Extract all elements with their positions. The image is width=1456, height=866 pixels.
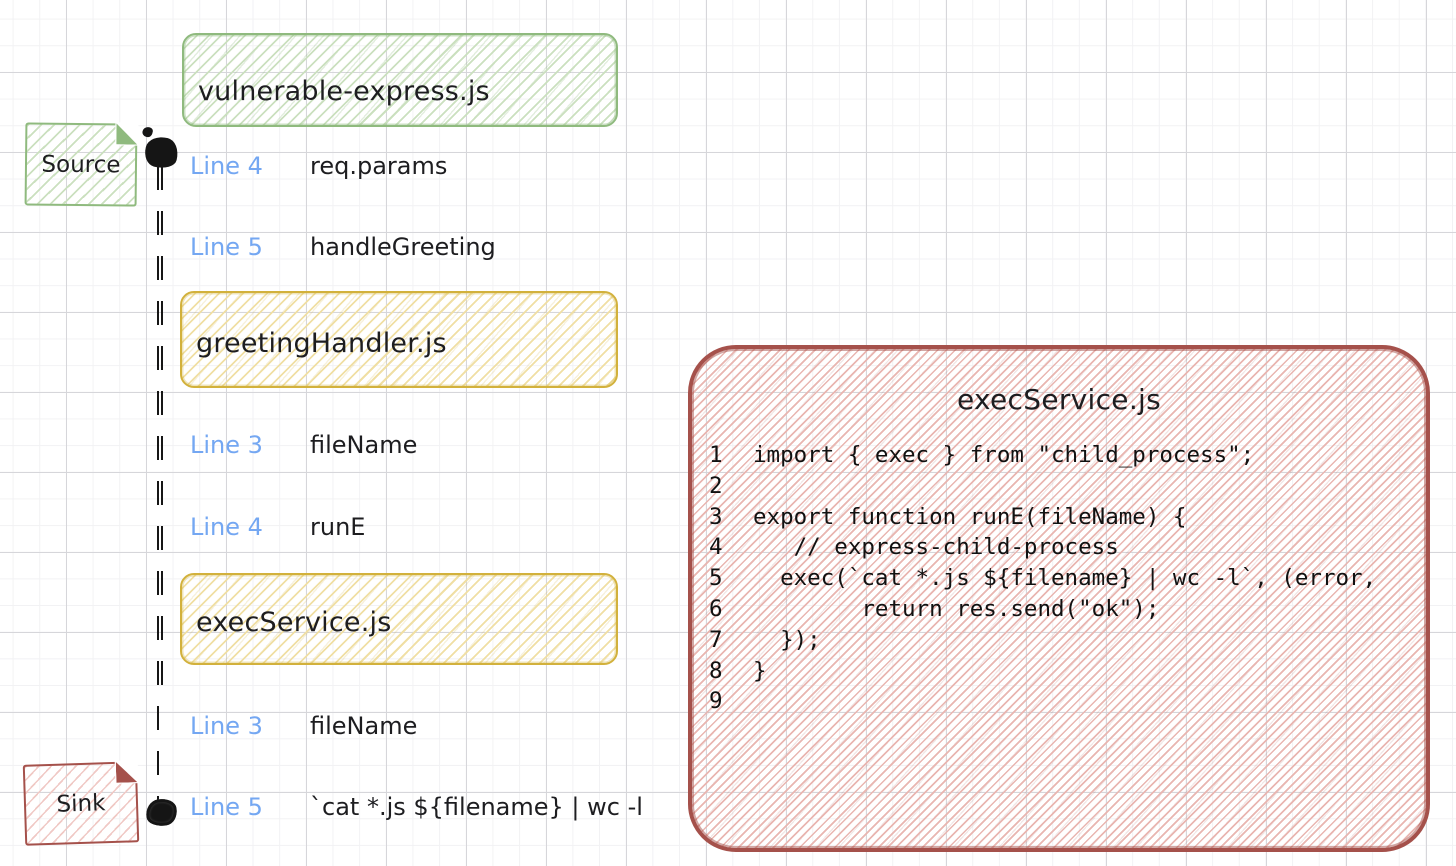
step-symbol: runE xyxy=(310,513,366,541)
code-line-number: 7 xyxy=(709,626,723,653)
code-line: 3 export function runE(fileName) { xyxy=(709,502,1426,533)
code-line: 8 } xyxy=(709,656,1426,687)
trace-dashed-line[interactable] xyxy=(155,166,164,808)
file-box-label: vulnerable-express.js xyxy=(198,75,490,107)
source-sticky-note[interactable]: Source xyxy=(24,122,139,207)
trace-step[interactable]: Line 3 fileName xyxy=(190,428,417,462)
file-box-exec-service[interactable]: execService.js xyxy=(180,573,618,665)
step-symbol: req.params xyxy=(310,152,448,180)
step-line-ref: Line 5 xyxy=(190,793,263,821)
step-symbol: fileName xyxy=(310,431,418,459)
step-line-ref: Line 3 xyxy=(190,712,263,740)
step-line-ref: Line 3 xyxy=(190,431,263,459)
code-line-number: 5 xyxy=(709,565,723,592)
code-line-text: // express-child-process xyxy=(753,534,1119,561)
file-box-label: greetingHandler.js xyxy=(196,328,447,359)
trace-step[interactable]: Line 4 req.params xyxy=(190,149,447,183)
sink-note-label: Sink xyxy=(56,789,106,818)
code-panel-exec-service[interactable]: execService.js 1 import { exec } from "c… xyxy=(688,345,1430,852)
trace-step[interactable]: Line 4 runE xyxy=(190,510,365,544)
code-line-text: }); xyxy=(753,626,821,653)
code-line-number: 4 xyxy=(709,534,723,561)
sink-sticky-note[interactable]: Sink xyxy=(22,760,140,846)
step-symbol: handleGreeting xyxy=(310,233,496,261)
code-line: 6 return res.send("ok"); xyxy=(709,594,1426,625)
code-line-text: exec(`cat *.js ${filename} | wc -l`, (er… xyxy=(753,565,1377,592)
code-line: 9 xyxy=(709,686,1426,717)
code-panel-title: execService.js xyxy=(956,383,1161,416)
code-listing: 1 import { exec } from "child_process"; … xyxy=(692,440,1426,717)
file-box-greeting-handler[interactable]: greetingHandler.js xyxy=(180,291,618,388)
step-line-ref: Line 4 xyxy=(190,152,263,180)
code-line-number: 8 xyxy=(709,657,723,684)
code-line: 5 exec(`cat *.js ${filename} | wc -l`, (… xyxy=(709,563,1426,594)
code-line-number: 3 xyxy=(709,503,723,530)
source-note-label: Source xyxy=(41,151,121,178)
code-line-number: 1 xyxy=(709,442,723,468)
code-line-number: 2 xyxy=(709,472,723,499)
step-line-ref: Line 4 xyxy=(190,513,263,541)
file-box-vulnerable-express[interactable]: vulnerable-express.js xyxy=(182,33,618,127)
code-line: 2 xyxy=(709,471,1426,502)
code-line: 4 // express-child-process xyxy=(709,532,1426,563)
code-line-number: 9 xyxy=(709,688,723,715)
code-line-text: return res.send("ok"); xyxy=(753,595,1160,622)
trace-step[interactable]: Line 3 fileName xyxy=(190,709,417,743)
code-line-text: import { exec } from "child_process"; xyxy=(753,442,1255,468)
step-symbol: `cat *.js ${filename} | wc -l xyxy=(310,793,643,821)
trace-step[interactable]: Line 5 handleGreeting xyxy=(190,230,496,264)
code-line-text: } xyxy=(753,657,767,684)
code-line-text: export function runE(fileName) { xyxy=(753,503,1187,530)
code-line: 1 import { exec } from "child_process"; xyxy=(709,440,1426,471)
trace-step[interactable]: Line 5 `cat *.js ${filename} | wc -l xyxy=(190,790,643,824)
trace-end-scribble[interactable] xyxy=(144,796,179,829)
code-line-number: 6 xyxy=(709,595,723,622)
file-box-label: execService.js xyxy=(196,606,392,638)
code-line: 7 }); xyxy=(709,625,1426,656)
step-line-ref: Line 5 xyxy=(190,233,263,261)
step-symbol: fileName xyxy=(310,712,418,740)
